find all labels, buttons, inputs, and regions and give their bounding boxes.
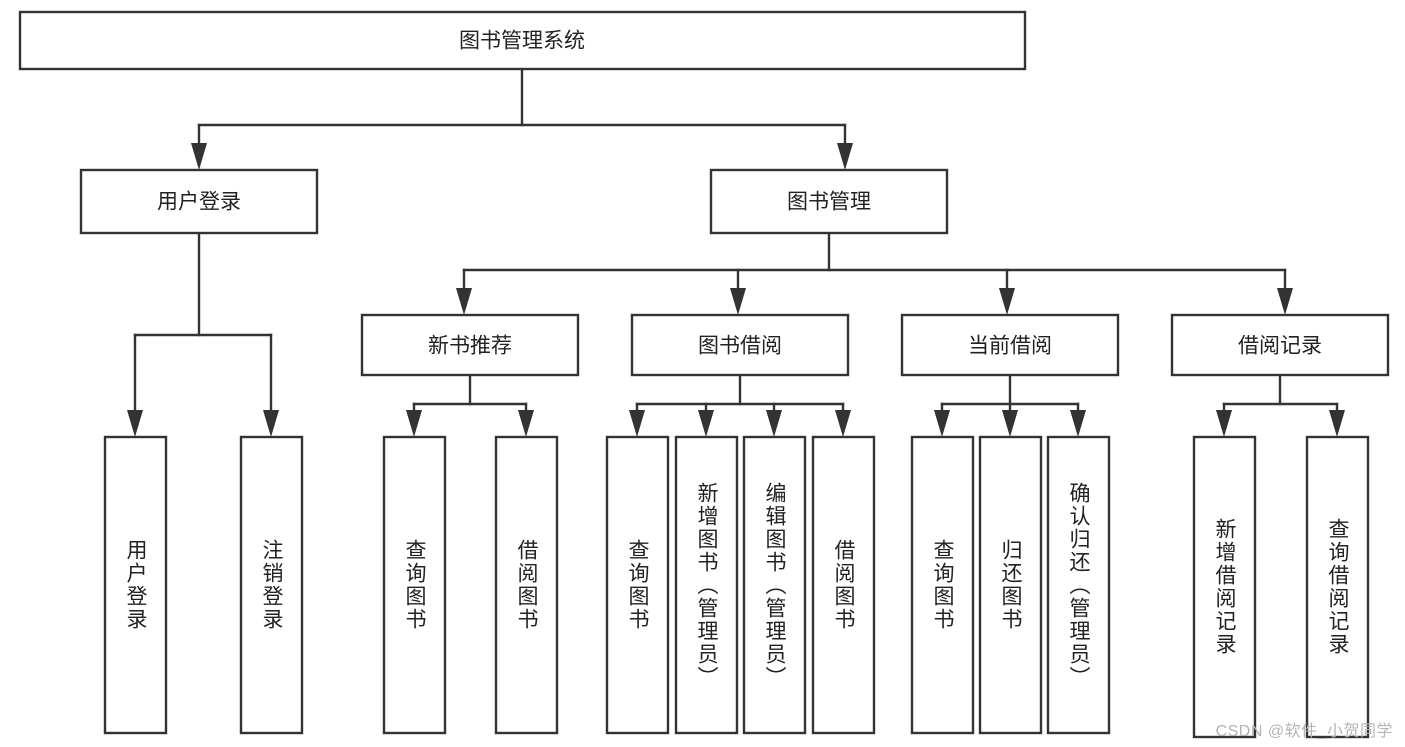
node-leaf-query-book-3-box[interactable] xyxy=(910,435,975,735)
arrow-head-leaf-query-record xyxy=(1329,410,1345,437)
arrow-head-book-borrow xyxy=(730,288,746,315)
arrow-head-leaf-borrow-book-2 xyxy=(835,410,851,437)
watermark-text: CSDN @软件_小贺同学 xyxy=(1215,723,1393,740)
node-leaf-edit-book-box[interactable] xyxy=(742,435,807,735)
node-leaf-add-record-box[interactable] xyxy=(1192,435,1257,739)
arrow-head-leaf-query-book-2 xyxy=(629,410,645,437)
node-borrow-record-label: 借阅记录 xyxy=(1238,335,1322,358)
node-leaf-return-book-box[interactable] xyxy=(978,435,1043,735)
node-current-borrow-label: 当前借阅 xyxy=(968,335,1052,358)
arrow-head-leaf-return-book xyxy=(1002,410,1018,437)
arrow-head-book-manage xyxy=(837,143,853,170)
node-leaf-borrow-book-1-box[interactable] xyxy=(494,435,559,735)
arrow-head-leaf-add-record xyxy=(1216,410,1232,437)
node-user-login-box[interactable] xyxy=(79,168,319,235)
node-leaf-logout-box[interactable] xyxy=(239,435,304,735)
node-leaf-query-book-1-box[interactable] xyxy=(382,435,447,735)
node-leaf-query-book-2-box[interactable] xyxy=(605,435,670,735)
arrow-head-leaf-borrow-book-1 xyxy=(518,410,534,437)
node-current-borrow-box[interactable] xyxy=(900,313,1120,377)
node-book-manage-label: 图书管理 xyxy=(787,191,871,214)
node-leaf-user-login-box[interactable] xyxy=(103,435,168,735)
node-root-box[interactable] xyxy=(18,10,1027,71)
node-root-label: 图书管理系统 xyxy=(459,30,585,53)
node-leaf-confirm-return-box[interactable] xyxy=(1046,435,1111,735)
arrow-head-leaf-confirm-return xyxy=(1070,410,1086,437)
node-leaf-query-record-box[interactable] xyxy=(1305,435,1370,739)
arrow-head-leaf-edit-book xyxy=(766,410,782,437)
node-borrow-record-box[interactable] xyxy=(1170,313,1390,377)
connector-layer xyxy=(127,67,1345,437)
arrow-head-leaf-add-book xyxy=(698,410,714,437)
node-book-borrow-label: 图书借阅 xyxy=(698,335,782,358)
arrow-head-borrow-record xyxy=(1277,288,1293,315)
node-leaf-add-book-box[interactable] xyxy=(674,435,739,735)
node-layer: 图书管理系统 用户登录 图书管理 新书推荐 图书借阅 当前借阅 借阅记录 xyxy=(18,10,1390,739)
node-leaf-borrow-book-2-box[interactable] xyxy=(811,435,876,735)
node-user-login-label: 用户登录 xyxy=(157,191,241,214)
arrow-head-current-borrow xyxy=(999,288,1015,315)
arrow-head-leaf-query-book-3 xyxy=(934,410,950,437)
arrow-head-user-login xyxy=(191,143,207,170)
arrow-head-leaf-logout xyxy=(263,410,279,437)
node-new-book-recommend-box[interactable] xyxy=(360,313,580,377)
node-book-borrow-box[interactable] xyxy=(630,313,850,377)
arrow-head-new-book xyxy=(456,288,472,315)
node-book-manage-box[interactable] xyxy=(709,168,949,235)
arrow-head-leaf-user-login xyxy=(127,410,143,437)
node-new-book-recommend-label: 新书推荐 xyxy=(428,335,512,358)
arrow-head-leaf-query-book-1 xyxy=(406,410,422,437)
